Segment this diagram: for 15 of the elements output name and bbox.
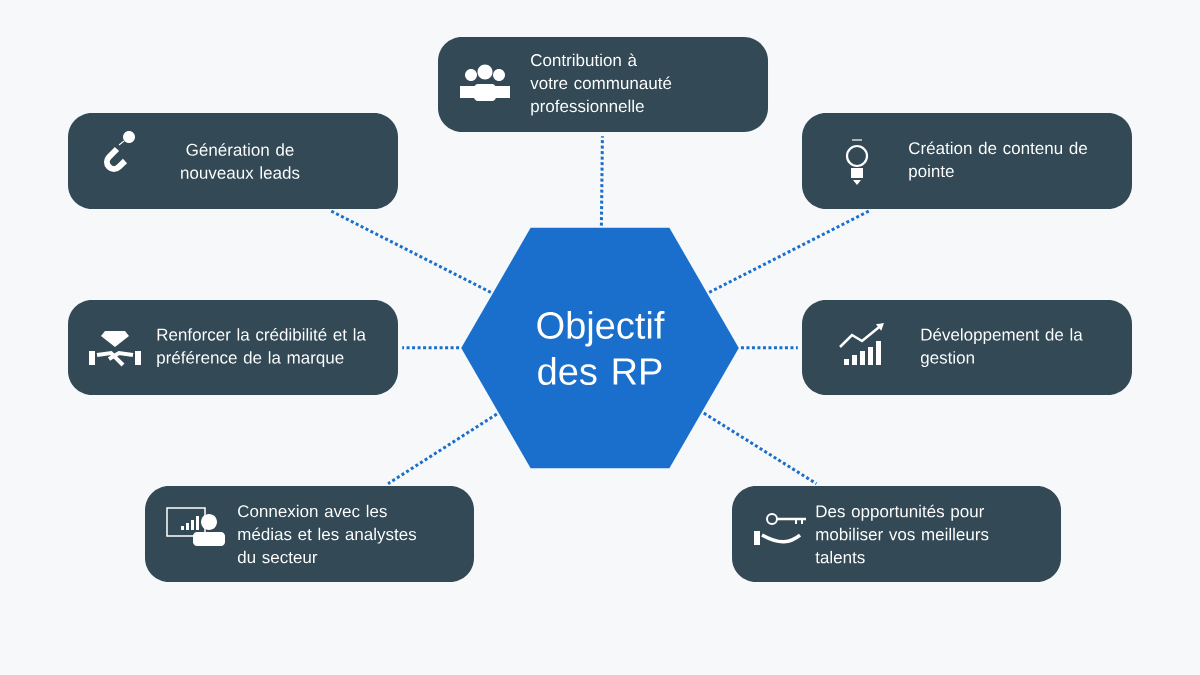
dotted-connector <box>740 346 798 350</box>
dotted-connector <box>402 346 460 350</box>
dotted-connector <box>599 136 604 226</box>
process-box: Génération de nouveaux leads <box>68 113 398 209</box>
process-box: Développement de la gestion <box>802 300 1132 395</box>
dotted-connector <box>703 411 818 485</box>
dotted-connector <box>708 209 870 294</box>
process-box: Renforcer la crédibilité et la préférence de la marque <box>68 300 398 395</box>
dotted-connector <box>387 412 498 485</box>
process-box: Contribution à votre communauté professionnelle <box>438 37 768 132</box>
process-box: Connexion avec les médias et les analystes du secteur <box>145 486 474 582</box>
process-box: Des opportunités pour mobiliser vos meilleurs talents <box>732 486 1061 582</box>
process-box: Création de contenu de pointe <box>802 113 1132 209</box>
dotted-connector <box>330 209 492 294</box>
hexagon: Objectif des RP <box>461 227 739 469</box>
